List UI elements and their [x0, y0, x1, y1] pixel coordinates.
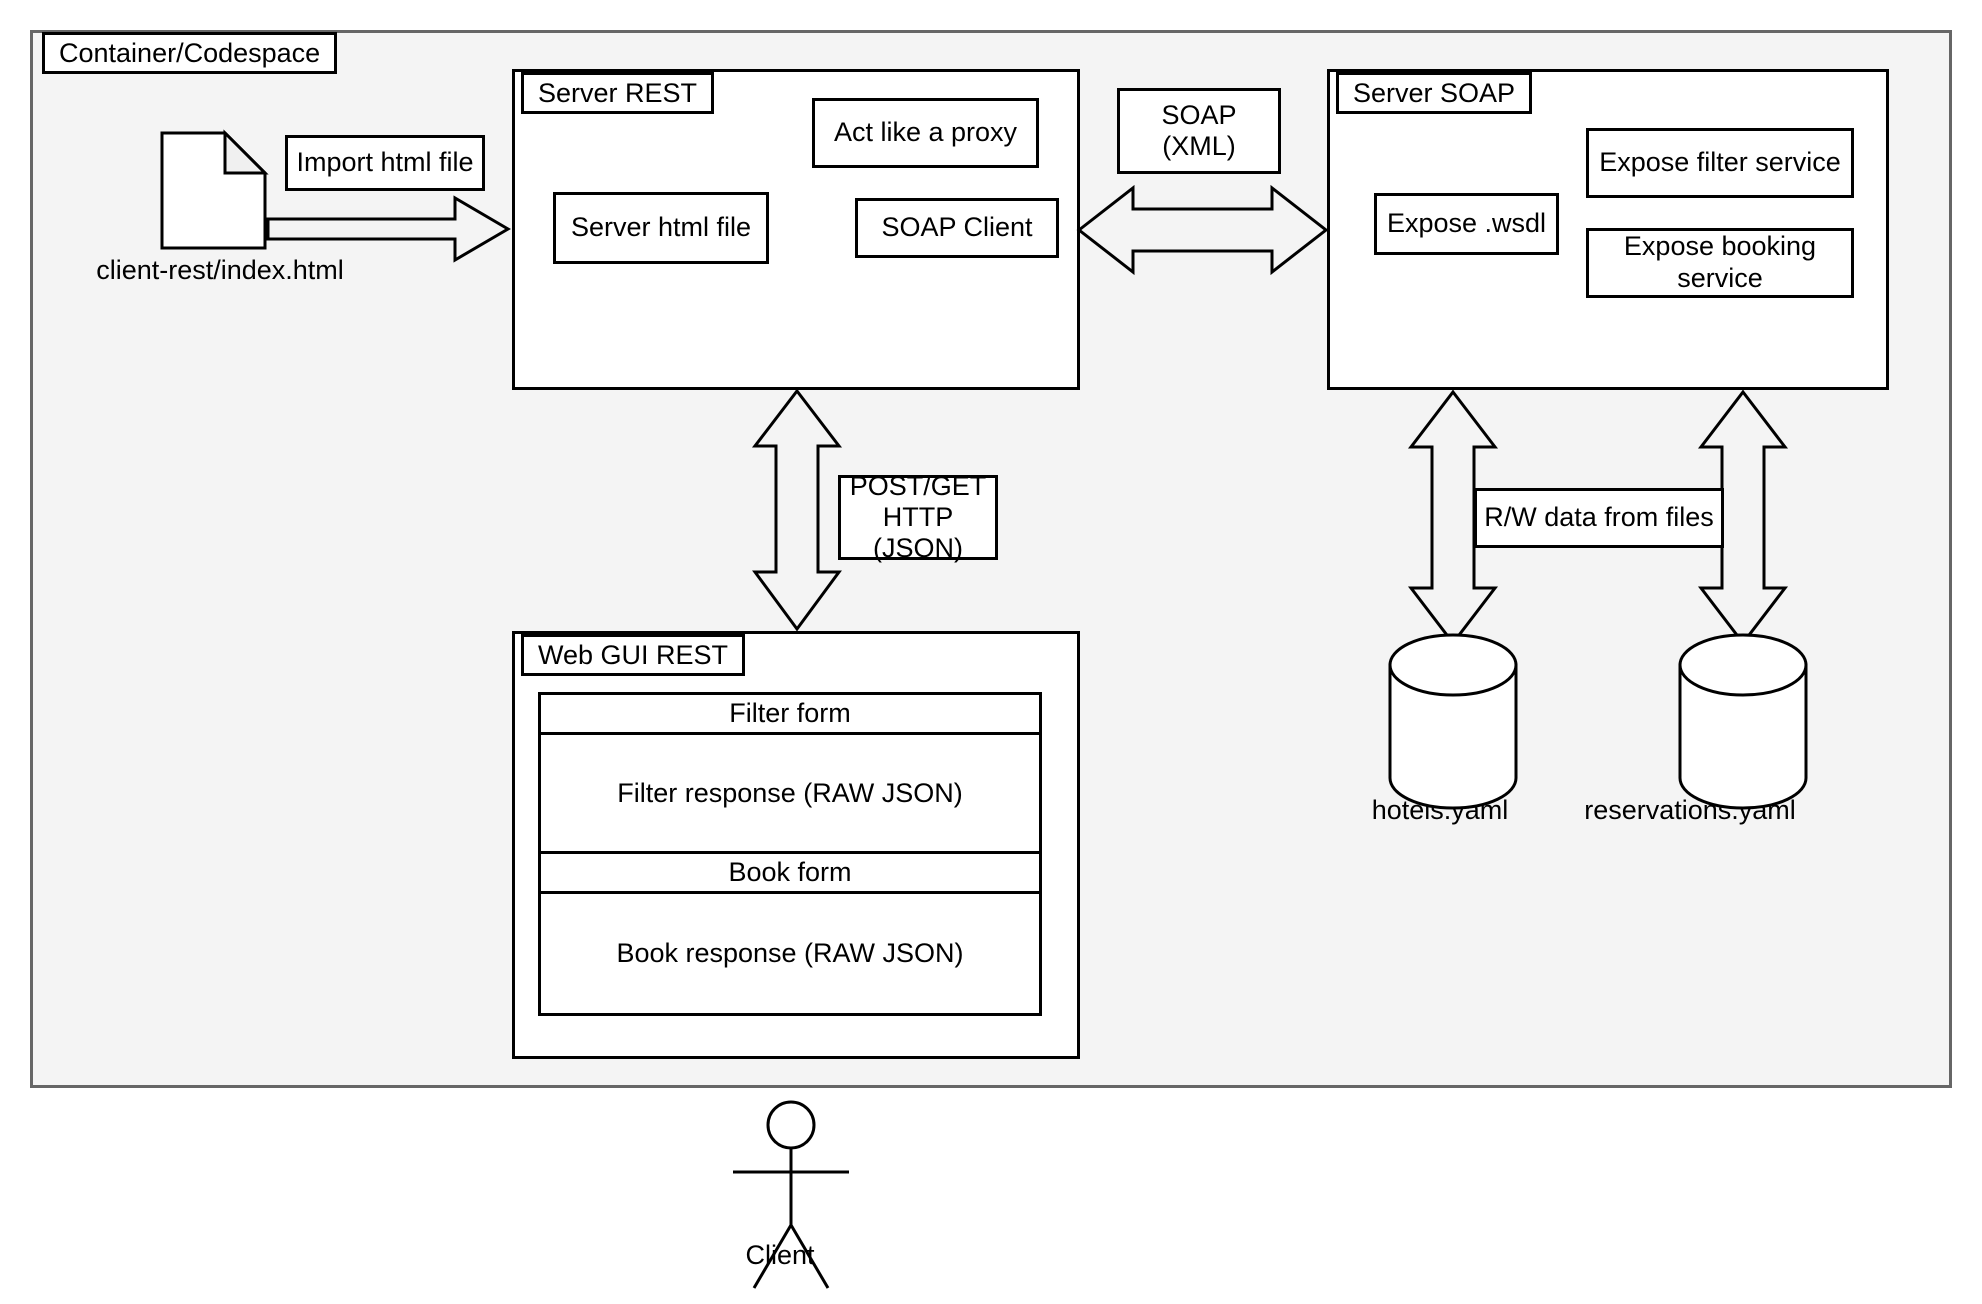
server-soap-item-expose-wsdl: Expose .wsdl [1374, 193, 1559, 255]
web-gui-row-label: Book response (RAW JSON) [616, 938, 964, 968]
import-arrow-label: Import html file [296, 147, 474, 178]
server-rest-item-label: SOAP Client [881, 212, 1033, 243]
server-rest-item-label: Act like a proxy [833, 117, 1018, 148]
server-soap-item-label: Expose .wsdl [1386, 208, 1547, 239]
web-gui-row-label: Filter response (RAW JSON) [617, 777, 963, 808]
soap-link-label-line1: SOAP [1161, 99, 1237, 130]
storage-link-label: R/W data from files [1484, 502, 1714, 533]
server-soap-item-label: Expose booking service [1623, 231, 1817, 293]
client-file-caption: client-rest/index.html [60, 255, 380, 286]
server-rest-item-server-html-file: Server html file [553, 192, 769, 264]
http-link-label-line1: POST/GET [849, 470, 987, 501]
soap-xml-link-label: SOAP (XML) [1117, 88, 1281, 174]
datastore-caption-reservations: reservations.yaml [1540, 795, 1840, 826]
web-gui-row-filter-response: Filter response (RAW JSON) [541, 735, 1039, 854]
server-soap-title-tab: Server SOAP [1336, 72, 1533, 114]
server-soap-item-label: Expose filter service [1599, 147, 1841, 178]
web-gui-rest-sections: Filter form Filter response (RAW JSON) B… [538, 692, 1042, 1016]
server-rest-item-label: Server html file [570, 212, 752, 243]
datastore-caption-hotels: hotels.yaml [1320, 795, 1560, 826]
web-gui-row-book-form: Book form [541, 854, 1039, 894]
http-link-label-line3: (JSON) [873, 533, 963, 564]
datastore-label: hotels.yaml [1371, 795, 1509, 825]
server-rest-item-soap-client: SOAP Client [855, 198, 1059, 258]
server-rest-title-tab: Server REST [521, 72, 715, 114]
container-title-label: Container/Codespace [59, 37, 321, 68]
actor-caption: Client [700, 1240, 860, 1271]
web-gui-rest-title-label: Web GUI REST [538, 639, 729, 670]
web-gui-row-label: Filter form [729, 698, 851, 728]
web-gui-rest-title-tab: Web GUI REST [521, 634, 746, 676]
rw-data-from-files-link-label: R/W data from files [1474, 488, 1724, 548]
client-file-caption-label: client-rest/index.html [96, 255, 344, 285]
web-gui-row-label: Book form [728, 857, 852, 887]
soap-link-label-line2: (XML) [1162, 131, 1236, 161]
server-soap-item-expose-filter-service: Expose filter service [1586, 128, 1854, 198]
http-json-link-label: POST/GET HTTP (JSON) [838, 471, 998, 563]
server-soap-title-label: Server SOAP [1353, 77, 1516, 108]
datastore-label: reservations.yaml [1584, 795, 1796, 825]
http-link-label-line2: HTTP [882, 501, 954, 532]
server-rest-item-act-like-a-proxy: Act like a proxy [812, 98, 1039, 168]
server-rest-title-label: Server REST [538, 77, 698, 108]
container-title-tab: Container/Codespace [42, 32, 338, 74]
actor-label: Client [745, 1240, 815, 1270]
web-gui-row-book-response: Book response (RAW JSON) [541, 894, 1039, 1013]
server-soap-item-expose-booking-service: Expose booking service [1586, 228, 1854, 298]
import-html-file-link-label: Import html file [285, 135, 485, 191]
web-gui-row-filter-form: Filter form [541, 695, 1039, 735]
